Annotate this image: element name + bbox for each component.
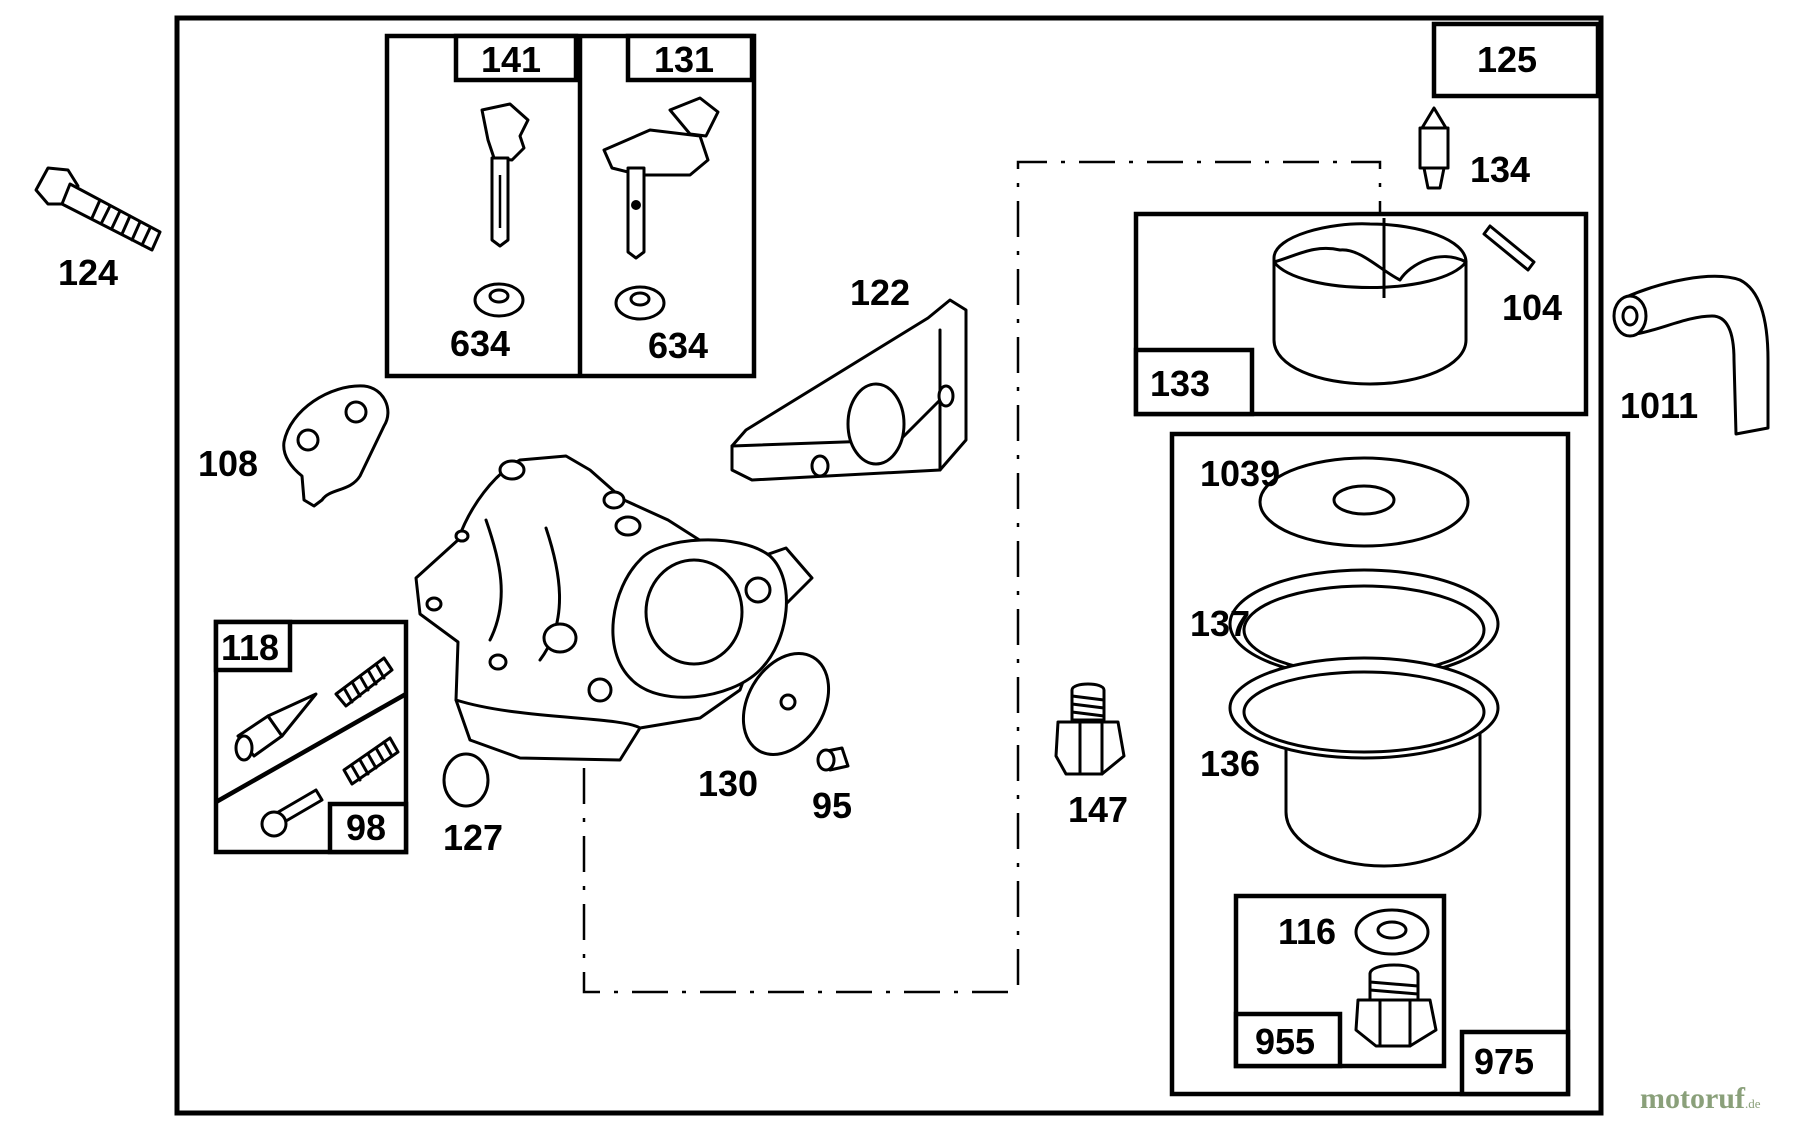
float-icon: [1272, 218, 1468, 386]
label-137: 137: [1190, 603, 1250, 644]
label-955: 955: [1255, 1021, 1315, 1062]
baffle-icon: [730, 298, 968, 482]
label-104: 104: [1502, 287, 1562, 328]
callout-box-133: [1133, 347, 1255, 417]
diagram-frame: [174, 15, 1604, 1116]
carburetor-body-icon: [414, 454, 814, 762]
label-133: 133: [1150, 363, 1210, 404]
washer-icon: [473, 282, 525, 318]
connector-line-lower: [582, 768, 1018, 994]
o-ring-icon: [1228, 568, 1500, 680]
callout-box-125: [1431, 21, 1601, 99]
label-634-right: 634: [648, 325, 708, 366]
label-141: 141: [481, 39, 541, 80]
label-127: 127: [443, 817, 503, 858]
diaphragm-icon: [741, 652, 831, 756]
bolt-icon: [34, 166, 162, 252]
plug-icon: [442, 752, 490, 808]
label-136: 136: [1200, 743, 1260, 784]
needle-valve-icon: [1418, 106, 1450, 190]
label-116: 116: [1278, 911, 1336, 952]
fuel-line-icon: [1612, 274, 1770, 436]
screw-icon: [816, 746, 850, 772]
fitting-icon: [1054, 682, 1126, 776]
label-147: 147: [1068, 789, 1128, 830]
choke-shaft-icon: [602, 96, 720, 260]
pin-icon: [1482, 224, 1536, 272]
washer-icon: [1354, 908, 1430, 956]
screw-icon: [234, 692, 318, 762]
throttle-shaft-icon: [480, 102, 530, 248]
label-95: 95: [812, 785, 852, 826]
label-98: 98: [346, 807, 386, 848]
label-125: 125: [1477, 39, 1537, 80]
label-122: 122: [850, 272, 910, 313]
gasket-icon: [1258, 456, 1470, 548]
adjustment-screws-box: [213, 619, 409, 855]
connector-lines: [582, 160, 1382, 994]
throttle-choke-box: [384, 33, 757, 379]
callout-box-975: [1459, 1029, 1571, 1097]
label-975: 975: [1474, 1041, 1534, 1082]
label-634-left: 634: [450, 323, 510, 364]
watermark-logo: motoruf.de: [1640, 1082, 1761, 1115]
label-124: 124: [58, 252, 118, 293]
callout-box-955: [1233, 1011, 1343, 1069]
gasket-icon: [282, 384, 390, 508]
label-118: 118: [221, 627, 279, 668]
washer-icon: [614, 285, 666, 321]
spring-icon: [342, 736, 400, 786]
fuel-bowl-icon: [1228, 656, 1500, 868]
spring-icon: [334, 656, 394, 708]
connector-line-upper: [1016, 160, 1382, 985]
screw-icon: [260, 788, 324, 838]
label-108: 108: [198, 443, 258, 484]
label-1039: 1039: [1200, 453, 1280, 494]
label-1011: 1011: [1620, 385, 1698, 426]
watermark-text: motoruf: [1640, 1082, 1746, 1115]
label-131: 131: [654, 39, 714, 80]
svg-text:motoruf.de: motoruf.de: [1640, 1082, 1761, 1115]
fitting-icon: [1354, 963, 1438, 1048]
watermark-tld: .de: [1745, 1096, 1761, 1111]
label-134: 134: [1470, 149, 1530, 190]
label-130: 130: [698, 763, 758, 804]
